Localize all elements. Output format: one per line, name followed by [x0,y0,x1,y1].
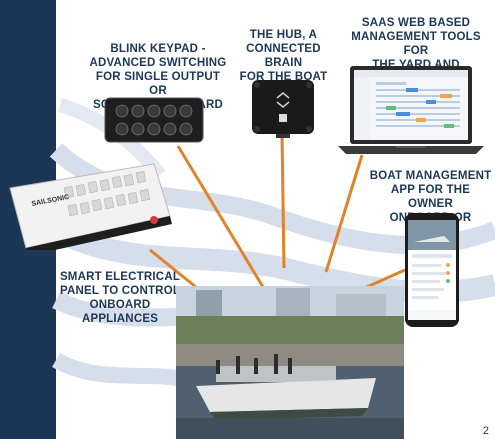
hub-connector [280,133,286,269]
hub-device-image [252,80,314,138]
smart-electrical-panel-image: SAILSONIC [9,163,172,250]
keypad-connector [176,145,265,288]
page-number: 2 [482,425,489,437]
boat-app-phone-image [405,213,459,327]
saas-connector [324,154,364,273]
boat-photo [176,286,404,439]
blink-keypad-image [104,97,204,143]
saas-laptop-image [338,66,484,154]
